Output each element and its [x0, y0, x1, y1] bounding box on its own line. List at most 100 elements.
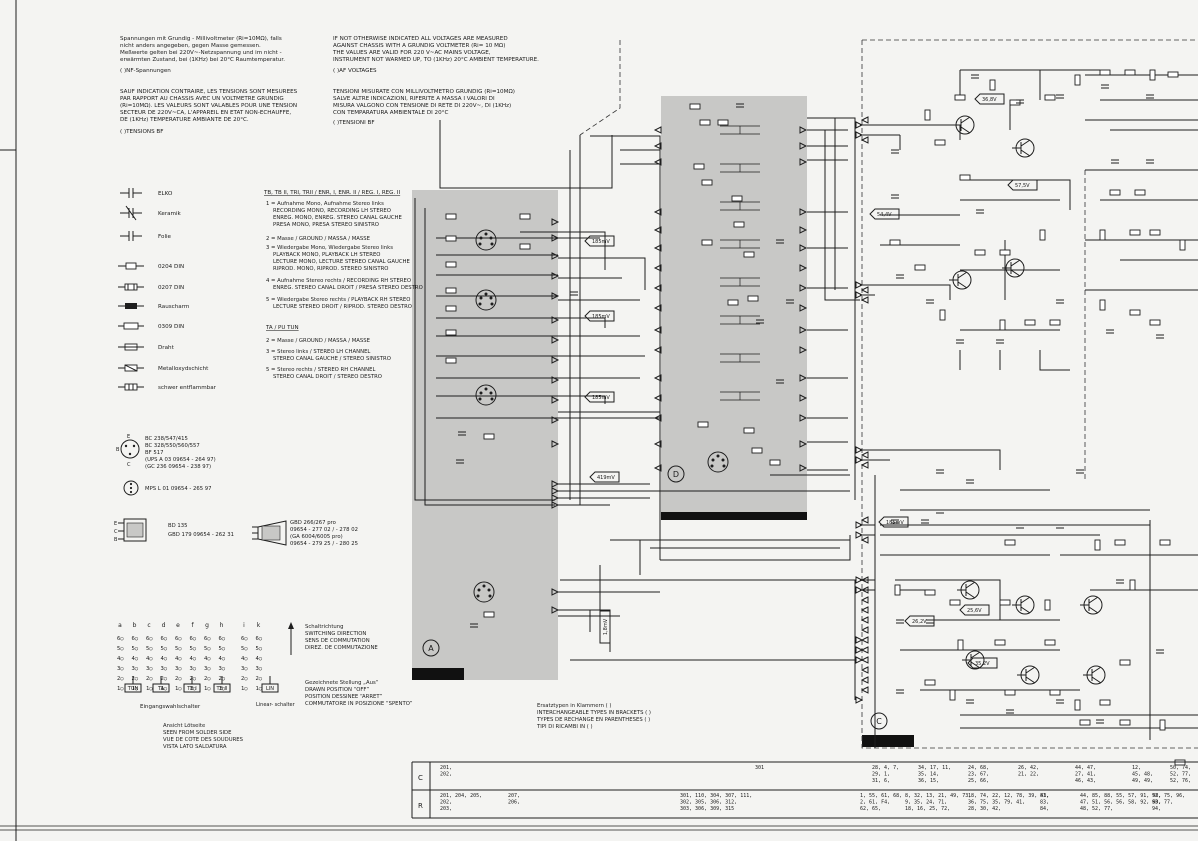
notes-en: IF NOT OTHERWISE INDICATED ALL VOLTAGES …	[332, 36, 539, 74]
capacitor	[1056, 524, 1064, 529]
table-cell-text: 29, 1,	[872, 772, 890, 778]
din-pin	[716, 454, 720, 458]
table-cell-text: 36, 15,	[918, 778, 939, 784]
wire-group	[824, 118, 860, 301]
note-it-1: TENSIONI MISURATE CON MILLIVOLTMETRO GRU…	[332, 89, 515, 95]
legend-keramik: Keramik	[120, 205, 182, 221]
switch-contact-number: 4○	[241, 656, 248, 662]
switch-button-label: LIN	[266, 686, 274, 692]
connector-pin	[855, 646, 864, 654]
capacitor	[996, 339, 1004, 344]
note-en-5: ( )AF VOLTAGES	[333, 68, 377, 74]
resistor	[1134, 189, 1146, 196]
connector-pin	[855, 446, 864, 454]
din-pin	[490, 242, 494, 246]
legend-schwer: schwer entflammbar	[118, 383, 217, 391]
note-it-4: CON TEMPARATURA AMBIENTALE DI 20°C	[333, 110, 448, 116]
switch-contact-number: 1○	[117, 686, 124, 692]
din-socket	[475, 229, 497, 251]
switch-contact-number: 1○	[132, 686, 139, 692]
connector-pin	[551, 234, 560, 242]
connector-pin	[653, 226, 662, 234]
din-socket	[473, 581, 495, 603]
solder-line-2: SEEN FROM SOLDER SIDE	[163, 730, 232, 736]
wire-group	[439, 120, 613, 189]
switch-contact-number: 4○	[161, 656, 168, 662]
resistor	[1099, 229, 1106, 241]
switch-button: TUN	[124, 676, 142, 693]
switch-contact-number: 1○	[204, 686, 211, 692]
note-de-5: ( )NF-Spannungen	[120, 68, 171, 74]
switch-contact-number: 5○	[132, 646, 139, 652]
connector-pin	[860, 656, 869, 664]
capacitor	[921, 519, 929, 524]
notes-fr: SAUF INDICATION CONTRAIRE, LES TENSIONS …	[120, 89, 298, 135]
switch-contact-number: 3○	[175, 666, 182, 672]
switch-contact	[720, 353, 760, 363]
connector-pin	[653, 304, 662, 312]
connector-pin	[551, 376, 560, 384]
voltage-flag: 26,2V	[904, 615, 935, 627]
connector-pin	[653, 374, 662, 382]
table-cell-text: 52, 76,	[1170, 778, 1191, 784]
wire-group	[880, 524, 1198, 556]
switch-contact-number: 3○	[241, 666, 248, 672]
capacitor	[1006, 709, 1014, 714]
wire-group	[807, 211, 848, 331]
capacitor	[896, 619, 904, 624]
connector-pin	[855, 521, 864, 529]
connector-pin	[799, 464, 808, 472]
position-line-2: DRAWN POSITION “OFF”	[305, 687, 369, 693]
table-cell-text: 9, 35, 24, 71,	[905, 800, 947, 806]
din-socket	[707, 451, 729, 473]
pin-e-label: E	[127, 434, 130, 440]
tun-line-2: 3 = Stereo links / STEREO LH CHANNEL	[266, 349, 370, 355]
connector-pin	[799, 346, 808, 354]
capacitor	[956, 339, 964, 344]
table-row-r-label: R	[418, 802, 423, 810]
transistor-body	[1012, 139, 1031, 157]
legend-0204-label: 0204 DIN	[158, 264, 184, 270]
switch-contact-number: 3○	[117, 666, 124, 672]
connector-line-6: 3 = Wiedergabe Mono, Wiedergabe Stereo l…	[266, 245, 393, 251]
wire-group	[895, 579, 1198, 621]
resistor	[1099, 699, 1111, 706]
connector-header: TB, TB II, TRI, TRII / ENR, I, ENR. II /…	[263, 190, 401, 196]
switching-direction-arrow-icon	[288, 622, 294, 655]
voltage-flag: 419mV	[589, 471, 620, 483]
resistor	[999, 319, 1006, 331]
switch-column-label: f	[191, 622, 194, 629]
din-pin	[484, 232, 488, 236]
connector-pin	[860, 606, 869, 614]
wire-group	[558, 299, 645, 357]
switch-contact-number: 1○	[241, 686, 248, 692]
switch-contact-number: 5○	[219, 646, 226, 652]
voltage-flag-label: 1,8mV	[603, 618, 609, 635]
to126-outline-icon: E C B	[114, 518, 147, 543]
connector-pin	[551, 494, 560, 502]
table-cell-text: 94,	[1152, 806, 1161, 812]
resistor	[689, 103, 701, 110]
switch-contact-number: 2○	[146, 676, 153, 682]
table-cell-text: 28, 30, 42,	[968, 806, 1001, 812]
resistor	[1149, 69, 1156, 81]
wire-group	[875, 124, 961, 150]
wire-group	[959, 69, 1100, 130]
resistor	[1044, 94, 1056, 101]
din-pin	[490, 397, 494, 401]
connector-pin	[551, 272, 560, 280]
note-en-1: IF NOT OTHERWISE INDICATED ALL VOLTAGES …	[333, 36, 508, 42]
notes-de: Spannungen mit Grundig - Millivoltmeter …	[120, 36, 285, 74]
switch-contact-number: 5○	[146, 646, 153, 652]
capacitor	[470, 623, 478, 628]
capacitor	[1056, 94, 1064, 99]
wire-group	[807, 377, 848, 471]
voltage-flag-label: 419mV	[597, 475, 615, 481]
solder-line-4: VISTA LATO SALDATURA	[163, 744, 227, 750]
note-fr-3: (Ri=10MΩ). LES VALEURS SONT VALABLES POU…	[120, 103, 297, 109]
wire-group	[520, 231, 646, 290]
din-pin	[711, 458, 715, 462]
resistor	[974, 249, 986, 256]
switch-contact-number: 3○	[190, 666, 197, 672]
